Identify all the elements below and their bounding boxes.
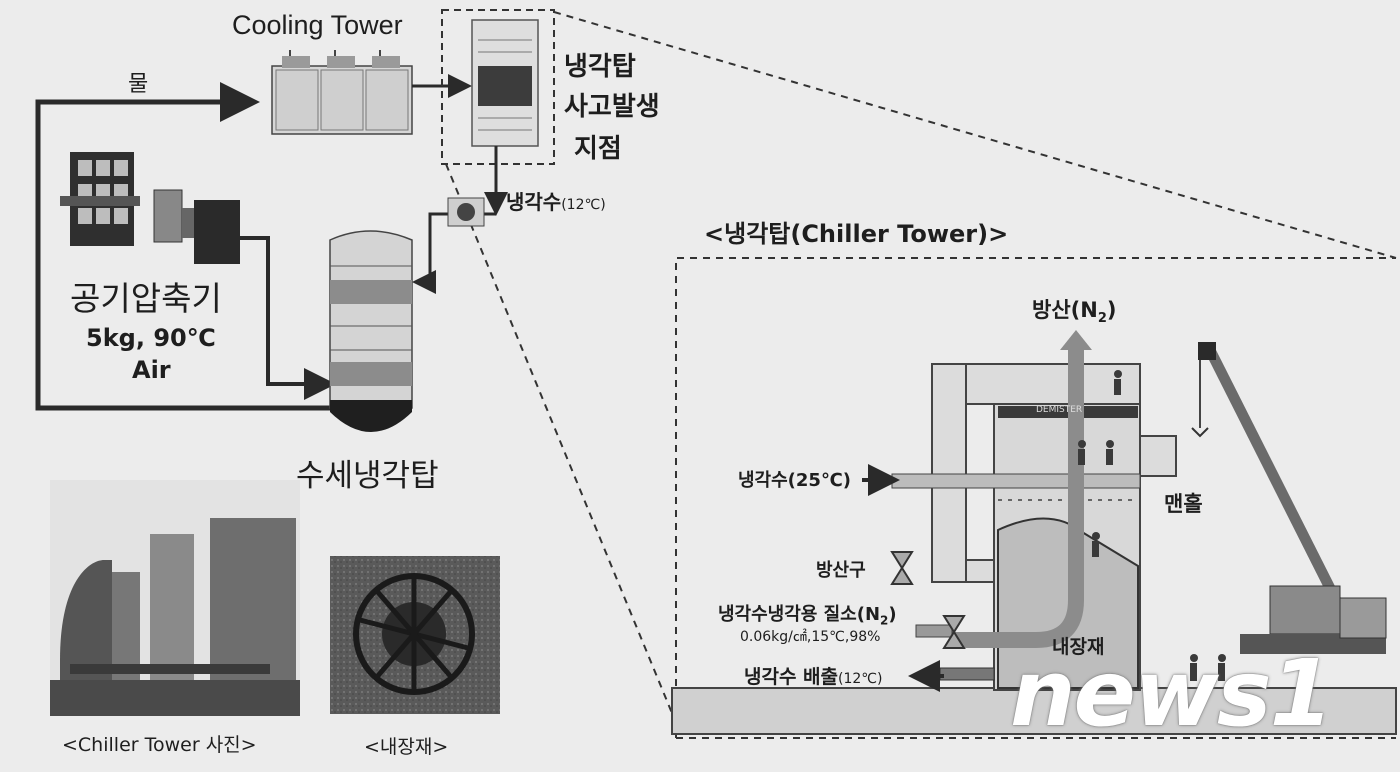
news1-watermark: news1 [1010,640,1334,747]
compressor-label: 공기압축기 [70,279,222,318]
compressor-spec-line2: Air [132,356,171,384]
nitrogen-subscript: 2 [880,613,889,628]
demister-label: DEMISTER [1036,405,1083,415]
vent-subscript: 2 [1097,311,1107,327]
chilled-water-text: 냉각수 [506,190,562,214]
packing-photo [330,556,500,714]
chilled-water-label: 냉각수(12℃) [506,186,606,215]
chilled-water-temp: (12℃) [561,197,606,213]
cooling-water-in-label: 냉각수(25℃) [738,470,851,491]
crane-icon [1191,342,1387,654]
incident-label-line2: 사고발생 [564,92,660,122]
tower-cross-section [891,330,1177,691]
scrubber-tower-label: 수세냉각탑 [296,458,439,494]
incident-label-line1: 냉각탑 [564,52,636,82]
vent-text: 방산(N [1032,298,1098,322]
compressor-spec-line1: 5kg, 90℃ [86,324,216,352]
packing-label: 내장재 [1052,636,1105,658]
air-compressor-icon [60,152,240,264]
water-loop-pipe [35,82,330,411]
manhole-label: 맨홀 [1164,492,1203,516]
photo-caption: <Chiller Tower 사진> [62,734,257,756]
vent-port-label: 방산구 [816,560,866,581]
valve-icon [890,551,966,649]
pump-icon [447,197,485,227]
compressor-air-pipe [240,236,336,400]
nitrogen-text: 냉각수냉각용 질소(N [718,604,881,625]
detail-frame [675,257,1396,738]
scrubber-tower-icon [329,230,413,432]
nitrogen-label: 냉각수냉각용 질소(N2) [718,600,897,628]
cooling-tower-icon [271,50,413,135]
discharge-text: 냉각수 배출 [744,666,839,688]
nitrogen-spec: 0.06kg/㎠,15℃,98% [740,629,881,645]
cooling-tower-label: Cooling Tower [232,10,403,40]
discharge-temp: (12℃) [838,671,883,687]
discharge-label: 냉각수 배출(12℃) [744,662,882,689]
nitrogen-close: ) [888,604,897,625]
zoom-guide-lines [445,11,1397,719]
vent-label: 방산(N2) [1032,294,1116,326]
chiller-tower-photo [50,480,300,716]
incident-label-line3: 지점 [574,134,622,164]
packing-caption: <내장재> [364,736,449,758]
detail-title: <냉각탑(Chiller Tower)> [704,220,1009,248]
worker-icons [1078,370,1226,681]
chiller-tower-icon [471,19,539,147]
water-label: 물 [128,72,149,97]
vent-close: ) [1106,298,1117,322]
ground-slab [671,687,1397,735]
